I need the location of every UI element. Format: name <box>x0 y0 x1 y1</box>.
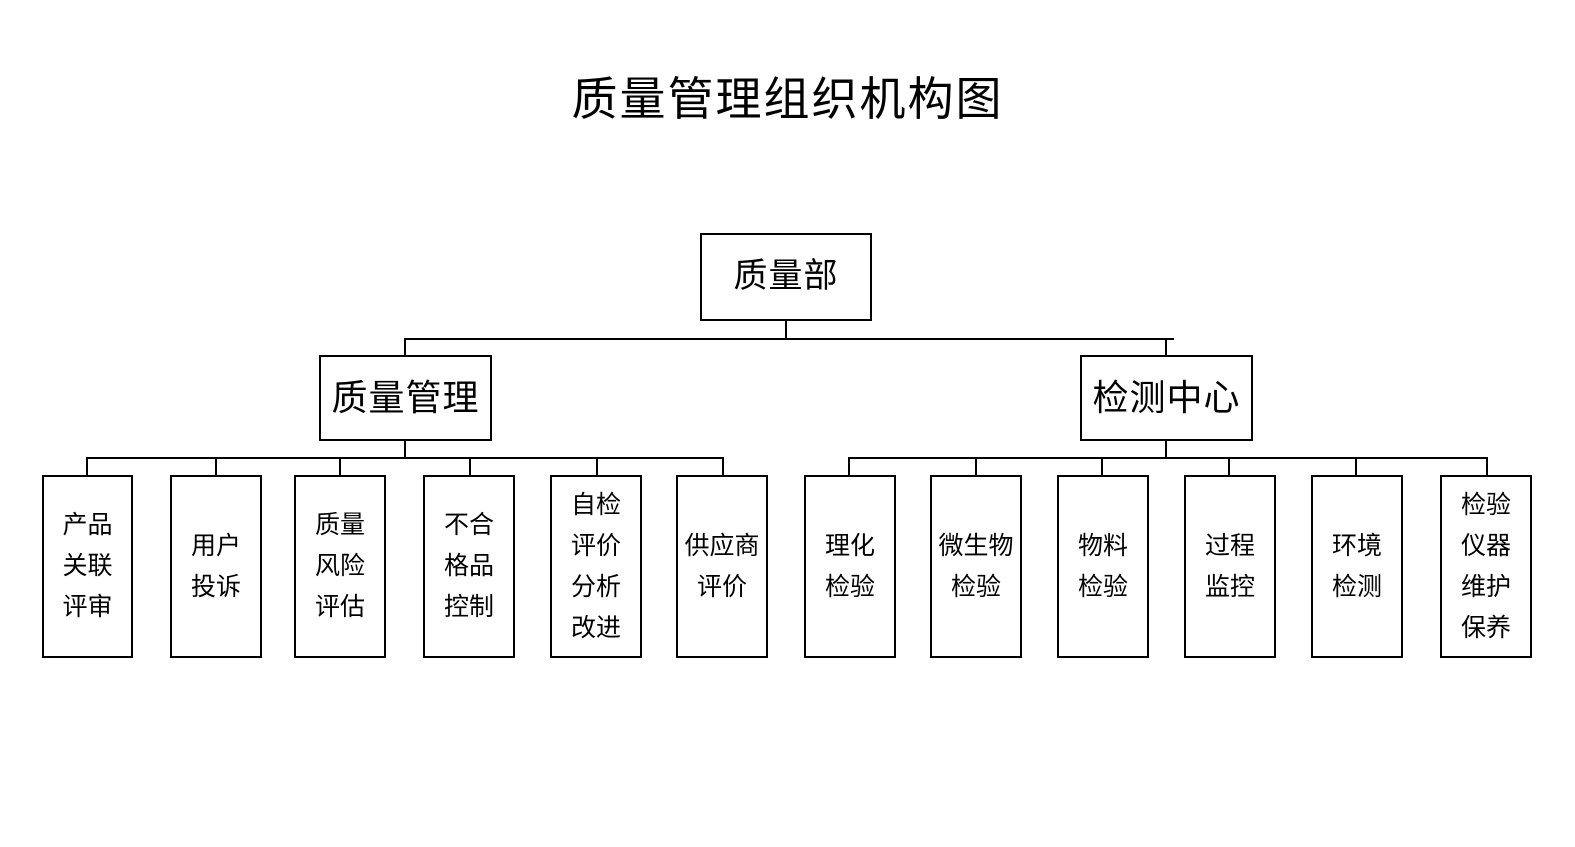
node-quality-department[interactable]: 质量部 <box>700 233 872 321</box>
node-testing-instrument-maintenance[interactable]: 检验 仪器 维护 保养 <box>1440 475 1532 658</box>
node-label: 质量部 <box>733 258 839 295</box>
connector-qm-leaf-bus <box>87 457 723 459</box>
page-title: 质量管理组织机构图 <box>571 74 1004 125</box>
node-label: 检测中心 <box>1092 378 1241 418</box>
connector-root-stem <box>785 321 787 339</box>
node-label: 检验 仪器 维护 保养 <box>1460 491 1511 642</box>
node-supplier-evaluation[interactable]: 供应商 评价 <box>676 475 768 658</box>
node-label: 物料 检验 <box>1077 532 1128 601</box>
node-label: 质量管理 <box>331 378 480 418</box>
connector-qm-leaf-1 <box>86 457 88 475</box>
connector-tc-leaf-5 <box>1355 457 1357 475</box>
connector-level1-bus <box>404 338 1174 340</box>
node-label: 质量 风险 评估 <box>314 512 365 621</box>
connector-qm-leaf-3 <box>339 457 341 475</box>
node-physical-chemical-testing[interactable]: 理化 检验 <box>804 475 896 658</box>
node-product-related-review[interactable]: 产品 关联 评审 <box>42 475 133 658</box>
node-process-monitoring[interactable]: 过程 监控 <box>1184 475 1276 658</box>
connector-tc-leaf-4 <box>1228 457 1230 475</box>
connector-tc-stem <box>1165 441 1167 459</box>
connector-qm-leaf-4 <box>469 457 471 475</box>
connector-to-quality-management <box>404 338 406 355</box>
node-label: 理化 检验 <box>824 532 875 601</box>
node-label: 环境 检测 <box>1331 532 1382 601</box>
node-quality-risk-assessment[interactable]: 质量 风险 评估 <box>294 475 386 658</box>
node-label: 不合 格品 控制 <box>443 512 494 621</box>
node-label: 微生物 检验 <box>938 532 1014 601</box>
node-quality-management[interactable]: 质量管理 <box>319 355 492 441</box>
connector-qm-leaf-5 <box>596 457 598 475</box>
node-label: 产品 关联 评审 <box>62 512 113 621</box>
connector-qm-stem <box>404 441 406 459</box>
node-material-testing[interactable]: 物料 检验 <box>1057 475 1149 658</box>
connector-tc-leaf-6 <box>1486 457 1488 475</box>
connector-tc-leaf-bus <box>849 457 1488 459</box>
connector-tc-leaf-1 <box>848 457 850 475</box>
connector-tc-leaf-3 <box>1101 457 1103 475</box>
connector-qm-leaf-6 <box>722 457 724 475</box>
node-label: 自检 评价 分析 改进 <box>570 491 621 642</box>
node-self-inspection-evaluation-analysis-improvement[interactable]: 自检 评价 分析 改进 <box>550 475 642 658</box>
connector-to-testing-center <box>1165 338 1167 355</box>
node-customer-complaint[interactable]: 用户 投诉 <box>170 475 262 658</box>
node-microbiological-testing[interactable]: 微生物 检验 <box>930 475 1022 658</box>
node-label: 用户 投诉 <box>190 532 241 601</box>
node-nonconforming-product-control[interactable]: 不合 格品 控制 <box>423 475 515 658</box>
node-environmental-testing[interactable]: 环境 检测 <box>1311 475 1403 658</box>
node-label: 过程 监控 <box>1204 532 1255 601</box>
node-label: 供应商 评价 <box>684 532 760 601</box>
node-testing-center[interactable]: 检测中心 <box>1080 355 1253 441</box>
connector-tc-leaf-2 <box>975 457 977 475</box>
connector-qm-leaf-2 <box>215 457 217 475</box>
